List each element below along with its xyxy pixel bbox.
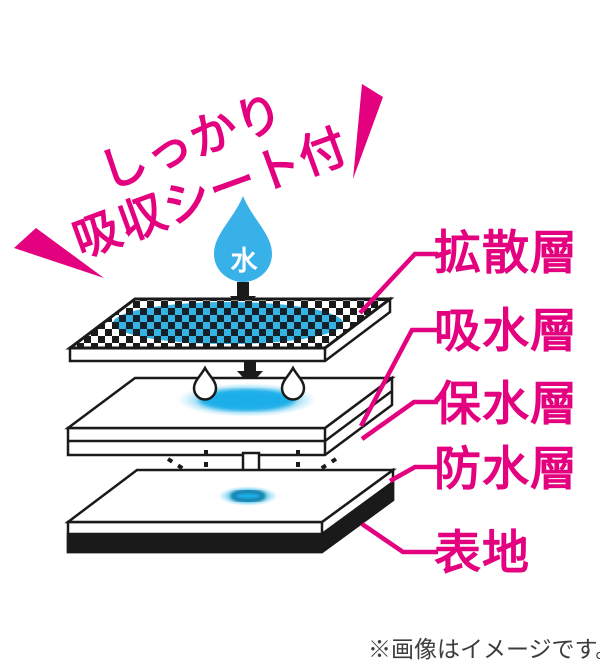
emphasis-slash-right-icon [353, 84, 383, 179]
emphasis-slash-left-icon [14, 228, 104, 278]
down-arrow-icon [230, 282, 256, 311]
absorbent-retention-layer-graphic [64, 365, 396, 457]
image-disclaimer-note: ※画像はイメージです。 [368, 636, 600, 660]
leader-line-waterproof [388, 464, 438, 483]
water-spot [199, 390, 295, 410]
layer-label-waterproof: 防水層 [434, 442, 578, 495]
layer-label-diffusion: 拡散層 [434, 226, 578, 279]
layer-label-absorbent: 吸水層 [434, 304, 578, 357]
layer-label-retention: 保水層 [434, 377, 578, 430]
layer-label-fabric: 表地 [434, 526, 530, 579]
water-drop-icon [214, 196, 272, 282]
droplet-icon [280, 365, 306, 401]
leader-line-fabric [360, 522, 438, 555]
leader-line-diffusion [358, 251, 438, 315]
down-arrow-icon [237, 360, 263, 385]
droplet-icon [192, 365, 218, 401]
leader-line-absorbent [359, 327, 438, 428]
water-drop-label: 水 [230, 246, 258, 276]
leader-lines [358, 251, 438, 555]
waterproof-fabric-layer-graphic [64, 467, 397, 554]
leader-line-retention [360, 399, 438, 441]
diffusion-layer-graphic [65, 296, 395, 363]
